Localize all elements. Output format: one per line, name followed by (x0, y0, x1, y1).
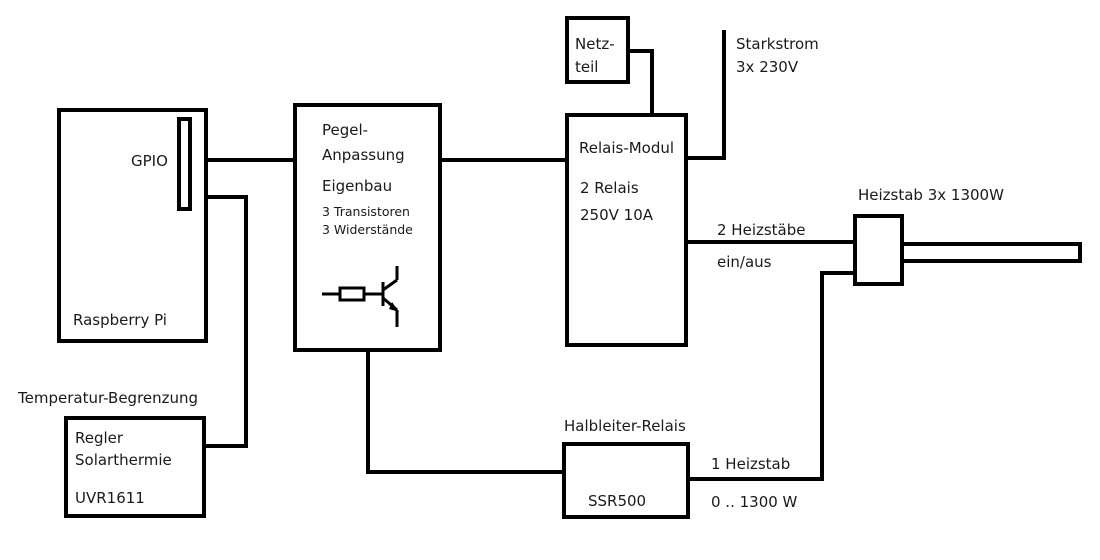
ssr-caption: Halbleiter-Relais (564, 417, 686, 435)
relais-modul-box (565, 113, 688, 347)
wire-ssr-heizstab (688, 271, 856, 481)
netzteil-line2: teil (575, 58, 598, 76)
regler-line2: Solarthermie (75, 451, 172, 469)
ssr-box (562, 442, 690, 519)
relais-line2: 2 Relais (580, 179, 639, 197)
heizstab-head (853, 214, 904, 286)
regler-box (64, 416, 206, 518)
relais-line1: Relais-Modul (579, 139, 674, 157)
pegel-line5: 3 Widerstände (322, 222, 413, 237)
starkstrom-line1: Starkstrom (736, 35, 819, 53)
relais-line3: 250V 10A (580, 206, 654, 224)
gpio-label: GPIO (131, 152, 168, 170)
wire-pegel-ssr (366, 350, 564, 474)
gpio-header (177, 117, 192, 211)
regler-line3: UVR1611 (75, 489, 145, 507)
netzteil-line1: Netz- (575, 35, 615, 53)
pegel-line2: Anpassung (322, 146, 405, 164)
starkstrom-line2: 3x 230V (736, 58, 799, 76)
wire-starkstrom-relais (686, 30, 726, 160)
regler-caption: Temperatur-Begrenzung (17, 389, 198, 407)
ssr-label: SSR500 (588, 492, 646, 510)
heizstab-label: Heizstab 3x 1300W (858, 186, 1004, 204)
edge-relais-line1: 2 Heizstäbe (717, 221, 806, 239)
edge-relais-line2: ein/aus (717, 253, 772, 271)
pegel-line4: 3 Transistoren (322, 204, 410, 219)
wire-gpio-regler (190, 195, 248, 448)
pegel-line3: Eigenbau (322, 177, 392, 195)
resistor-transistor-icon (322, 266, 399, 327)
edge-ssr-line2: 0 .. 1300 W (711, 493, 798, 511)
edge-ssr-line1: 1 Heizstab (711, 455, 790, 473)
regler-line1: Regler (75, 429, 124, 447)
heizstab-rod (900, 242, 1082, 263)
raspberry-pi-label: Raspberry Pi (73, 311, 167, 329)
pegel-line1: Pegel- (322, 121, 368, 139)
wire-netzteil-relais (628, 49, 654, 115)
pegel-anpassung-box (293, 103, 442, 352)
netzteil-box (565, 16, 630, 84)
